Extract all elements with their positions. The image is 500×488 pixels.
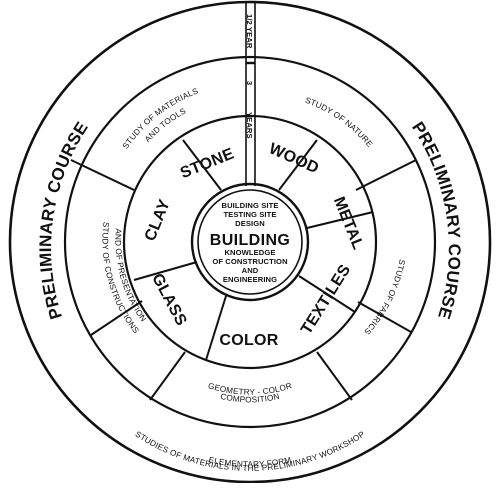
second-topright-label: STUDY OF NATURE xyxy=(304,96,375,149)
center-circle xyxy=(190,182,310,302)
center-bottom-line-1: KNOWLEDGE xyxy=(224,248,275,257)
center-top-line-3: DESIGN xyxy=(235,219,265,228)
center-top-line-2: TESTING SITE xyxy=(223,210,276,219)
second-topleft-label-1: STUDY OF MATERIALS xyxy=(121,86,200,150)
center-bottom-line-2: OF CONSTRUCTION xyxy=(212,257,287,266)
material-clay: CLAY xyxy=(142,197,174,244)
material-ring-dividers xyxy=(133,139,374,361)
material-stone: STONE xyxy=(178,145,237,182)
material-glass: GLASS xyxy=(148,271,190,329)
material-metal: METAL xyxy=(330,194,367,252)
center-bottom-line-4: ENGINEERING xyxy=(223,275,277,284)
material-textiles: TEXTILES xyxy=(298,262,354,338)
second-ring-dividers xyxy=(70,159,417,401)
center-main-label: BUILDING xyxy=(210,232,291,249)
outer-bottom-label-2: ELEMENTARY FORM xyxy=(208,455,292,468)
timeline-bottom-label: YEARS xyxy=(245,112,254,139)
center-bottom-line-3: AND xyxy=(242,266,259,275)
outer-right-label: PRELIMINARY COURSE xyxy=(408,118,464,321)
center-top-line-1: BUILDING SITE xyxy=(222,201,279,210)
material-circle xyxy=(122,114,378,370)
second-circle xyxy=(63,55,437,429)
timeline-bar xyxy=(245,3,256,186)
center-labels: BUILDING SITE TESTING SITE DESIGN BUILDI… xyxy=(210,201,291,284)
second-bottom-label-2: COMPOSITION xyxy=(220,392,281,405)
second-bottom-label-1: GEOMETRY - COLOR xyxy=(207,381,293,397)
material-color: COLOR xyxy=(219,332,278,349)
timeline-middle-label: 3 xyxy=(245,81,254,85)
outer-left-label: PRELIMINARY COURSE xyxy=(36,118,92,321)
outer-circle xyxy=(8,0,492,484)
center-inner-circle xyxy=(197,189,303,295)
timeline-top-label: 1/2 YEAR xyxy=(245,14,254,49)
